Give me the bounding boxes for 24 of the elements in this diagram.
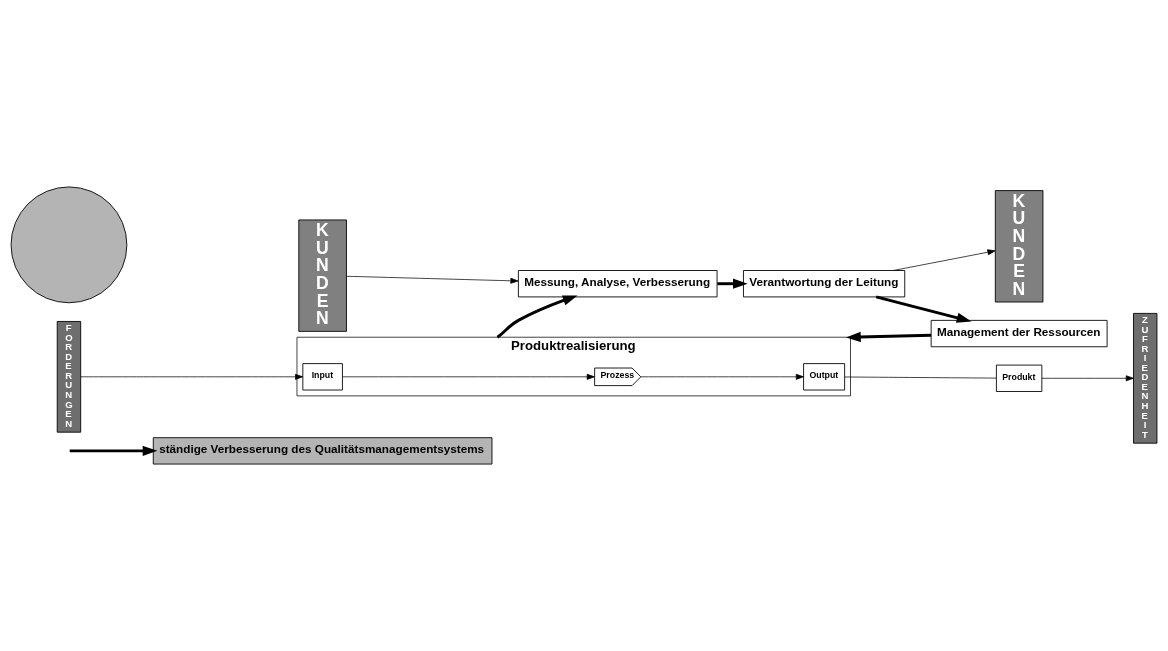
arrow: [893, 249, 996, 271]
node-box: Verantwortung der Leitung: [743, 270, 906, 298]
arrow: [342, 373, 595, 380]
connector: [844, 376, 997, 379]
node-box: ständige Verbesserung des Qualitätsmanagementsystems: [152, 437, 493, 465]
arrow: [846, 331, 932, 343]
node-box: Management der Ressourcen: [930, 319, 1108, 348]
node-box: Produkt: [995, 364, 1043, 392]
node-box: KUNDEN: [298, 219, 347, 332]
arrow: [875, 295, 972, 323]
arrow: [69, 445, 158, 456]
node-box: KUNDEN: [994, 190, 1044, 303]
arrow: [346, 275, 519, 284]
arrow: [640, 373, 804, 380]
arrow: [80, 373, 304, 380]
arrow: [1041, 375, 1134, 382]
node-circle: [10, 186, 128, 304]
arrow: [717, 278, 748, 289]
node-box: Output: [803, 363, 846, 391]
node-box: ZUFRIEDENHEIT: [1133, 312, 1158, 444]
arrow: [496, 295, 578, 339]
node-box: Input: [302, 363, 343, 391]
node-box: FORDERUNGEN: [56, 321, 82, 433]
node-box: Messung, Analyse, Verbesserung: [517, 270, 718, 298]
